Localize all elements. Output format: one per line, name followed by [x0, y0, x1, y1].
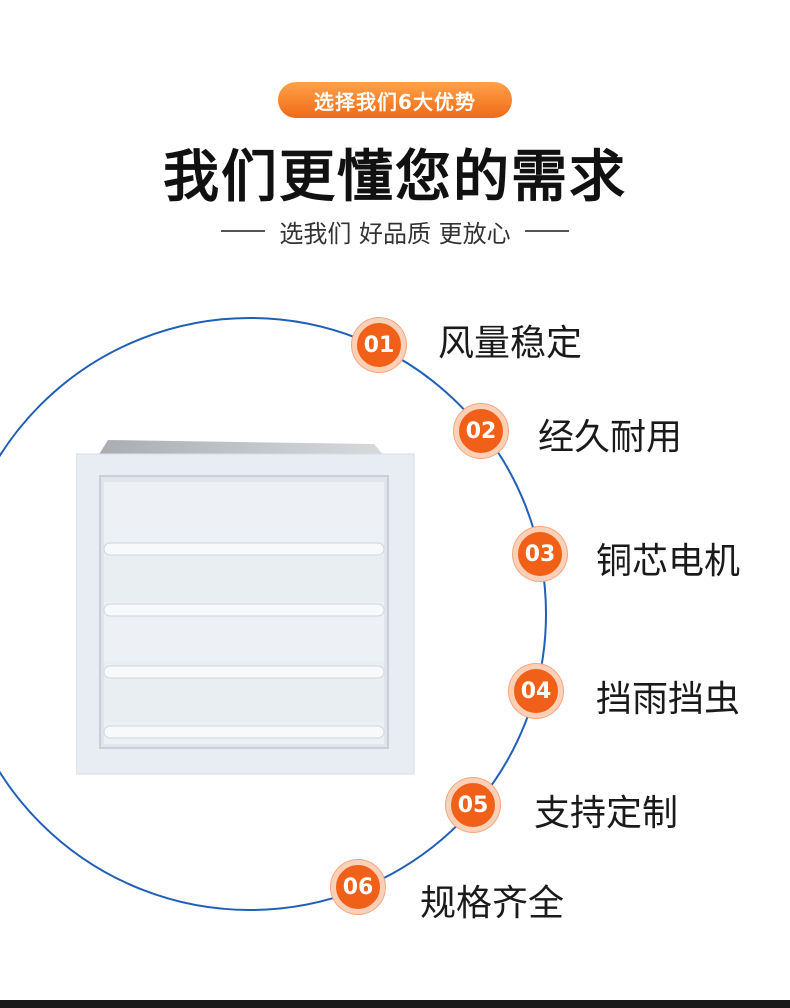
feature-label-06: 规格齐全: [420, 883, 565, 924]
feature-label-05: 支持定制: [534, 793, 679, 834]
advantages-badge-label: 选择我们6大优势: [314, 89, 476, 114]
arc-circle: [0, 317, 547, 911]
feature-badge-04: 04: [509, 664, 563, 718]
page-title: 我们更懂您的需求: [163, 145, 627, 210]
subtitle-right-rule: [524, 230, 569, 232]
advantages-badge: 选择我们6大优势: [278, 82, 512, 118]
louver-blades: [103, 482, 385, 744]
feature-label-01: 风量稳定: [438, 323, 583, 364]
feature-label-04: 挡雨挡虫: [596, 679, 741, 720]
subtitle-left-rule: [221, 230, 266, 232]
subtitle-text: 选我们 好品质 更放心: [279, 219, 511, 248]
feature-badge-01: 01: [352, 318, 406, 372]
subtitle: 选我们 好品质 更放心: [0, 214, 790, 248]
feature-badge-05: 05: [446, 778, 500, 832]
feature-badge-02: 02: [454, 404, 508, 458]
feature-badge-06: 06: [331, 860, 385, 914]
feature-label-02: 经久耐用: [538, 417, 683, 458]
feature-label-03: 铜芯电机: [596, 541, 741, 582]
louver-exhaust-fan-icon: [76, 440, 415, 775]
bottom-bar: [0, 1000, 790, 1008]
feature-badge-03: 03: [513, 527, 567, 581]
